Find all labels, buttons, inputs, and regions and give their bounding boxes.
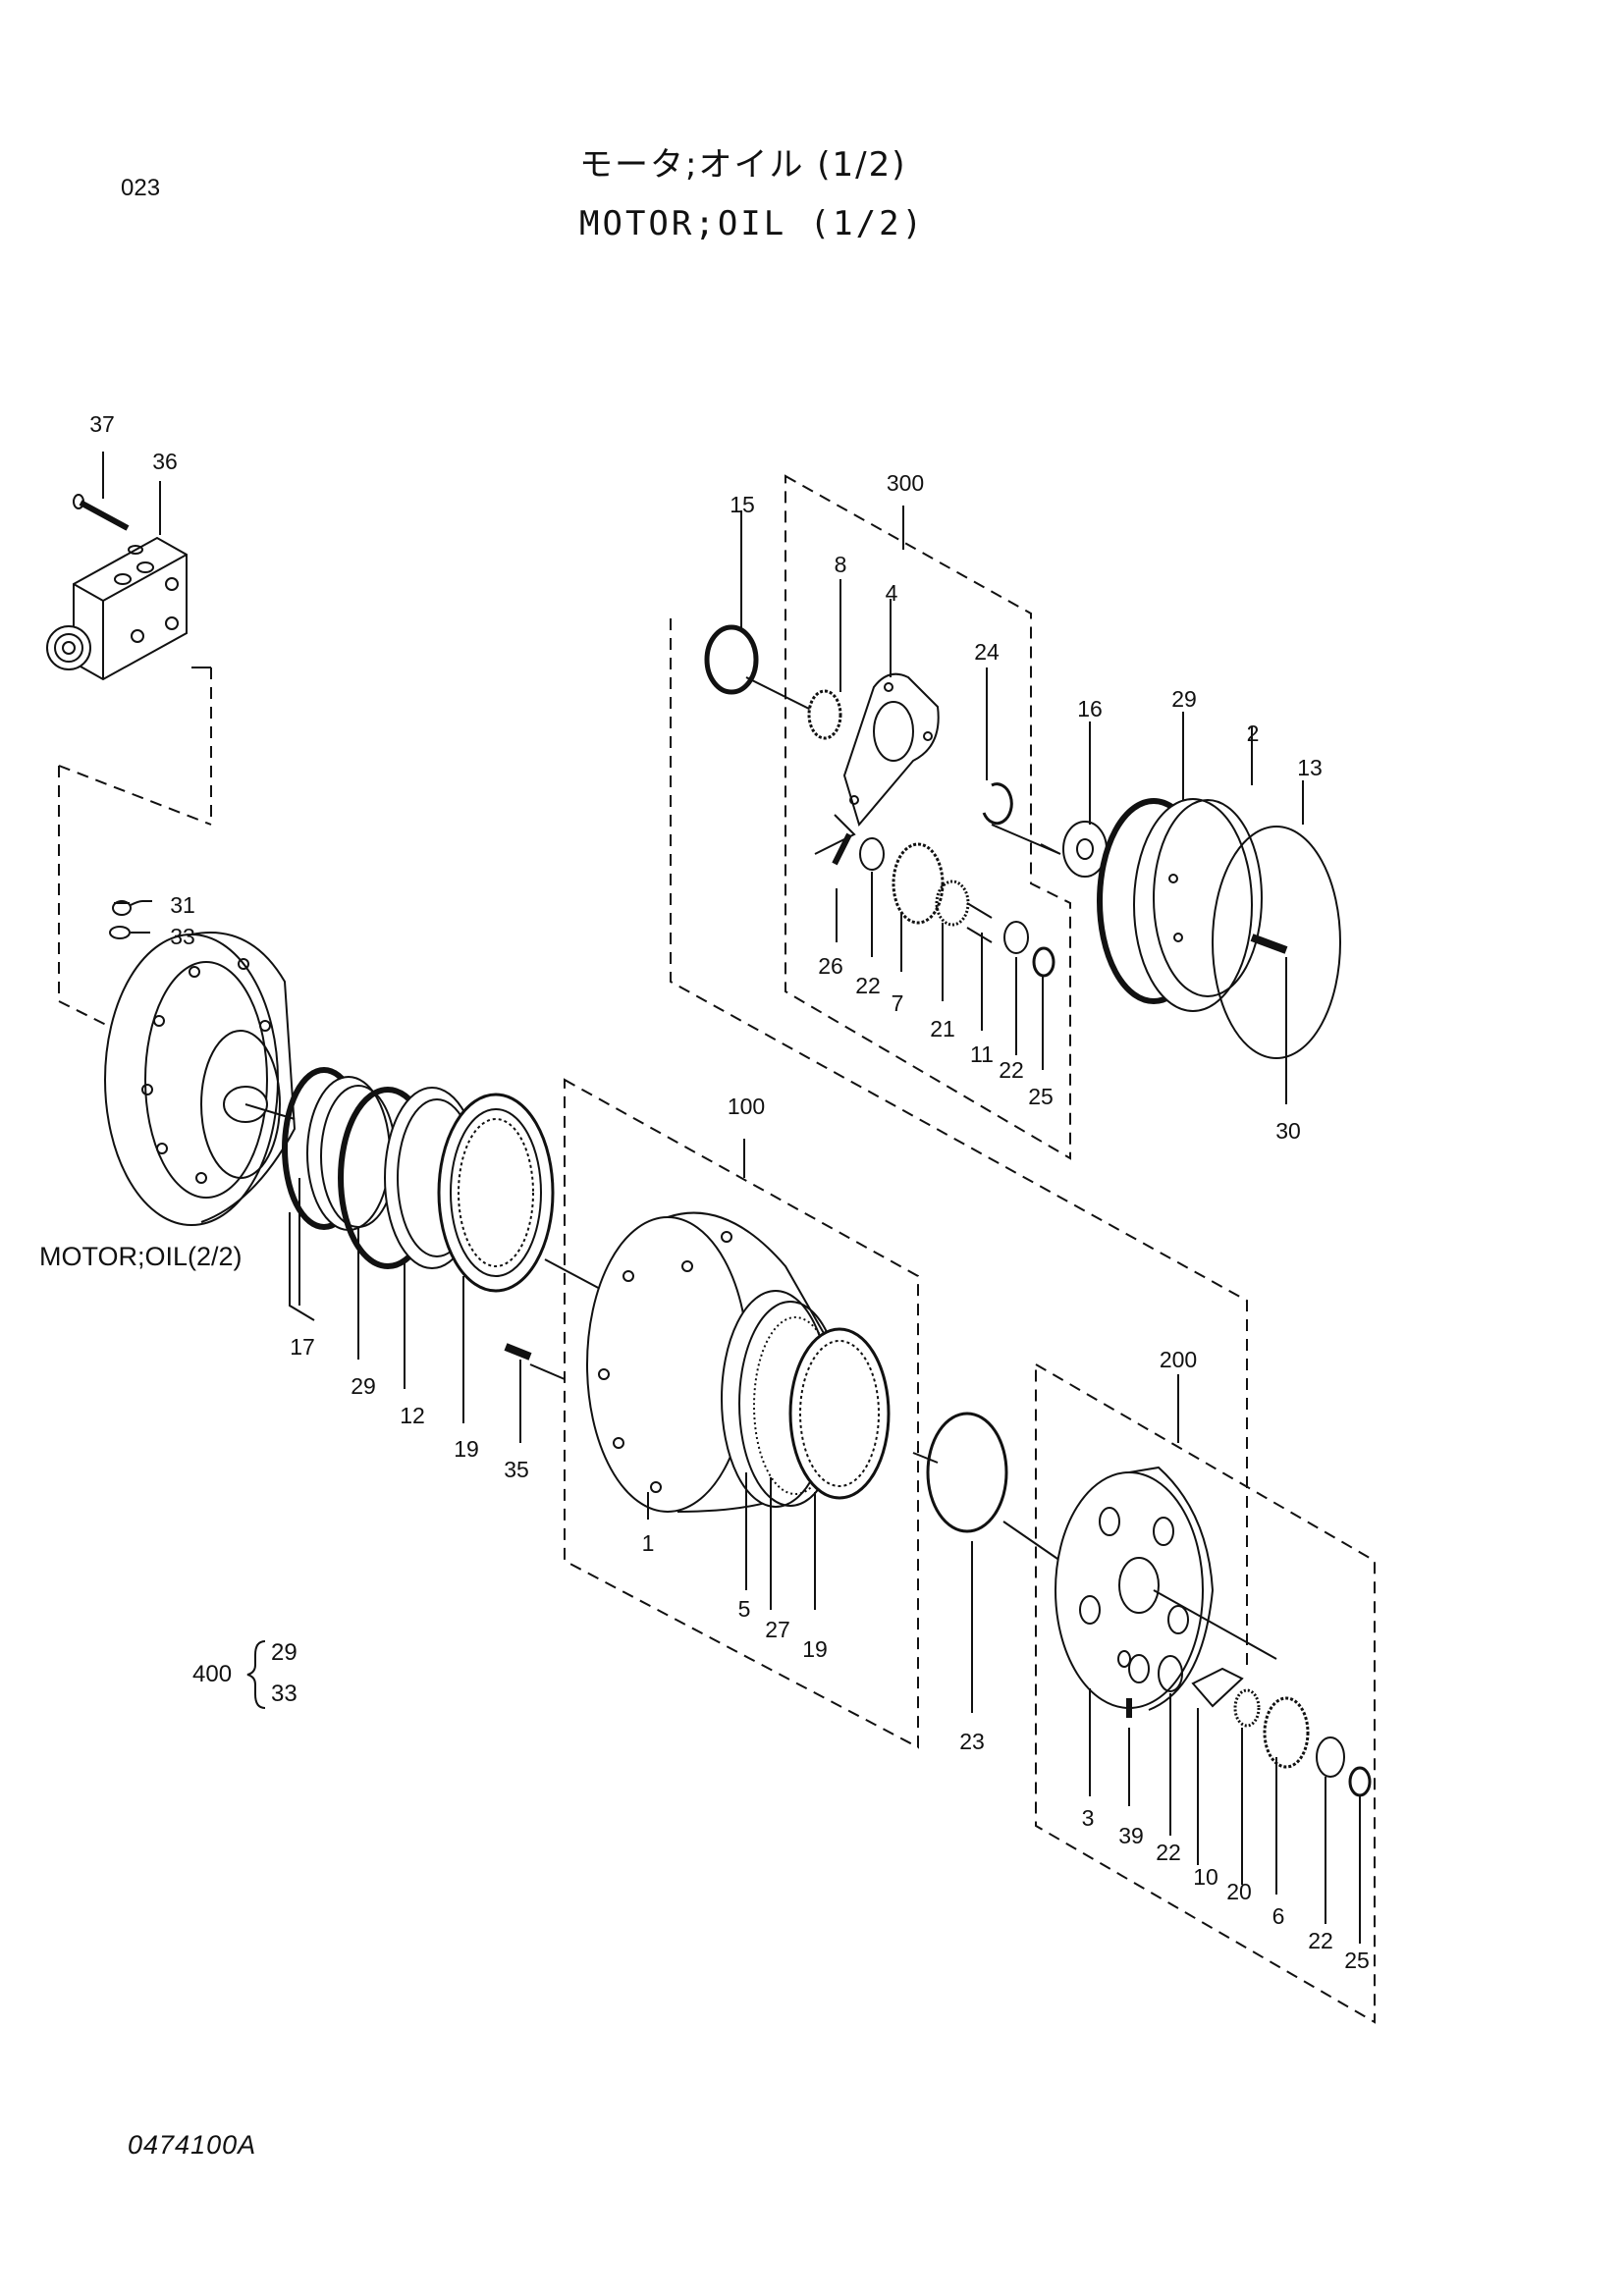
callout: 100 [728, 1094, 765, 1119]
callout: 300 [887, 470, 924, 496]
callout: 4 [886, 580, 898, 606]
assembly-box-100 [564, 1078, 919, 1749]
callout: 10 [1193, 1864, 1218, 1890]
callout: 22 [999, 1057, 1024, 1083]
callout: 35 [504, 1457, 529, 1482]
callout: 19 [802, 1636, 828, 1662]
callout: 33 [170, 924, 195, 949]
assembly-box-300 [784, 474, 1071, 1160]
kit-brace [246, 1640, 266, 1709]
callout: 13 [1297, 755, 1323, 780]
callout: 16 [1077, 696, 1103, 721]
page-title: MOTOR;OIL (1/2) [579, 204, 926, 243]
page-number: 023 [121, 175, 161, 201]
callout: 19 [454, 1436, 479, 1462]
drawing-number: 0474100A [128, 2130, 257, 2160]
callout: 21 [930, 1016, 955, 1041]
callout: 25 [1028, 1084, 1054, 1109]
callout: 27 [765, 1617, 790, 1642]
callout: 24 [974, 639, 1000, 665]
callout: 7 [892, 990, 904, 1016]
callout: 200 [1160, 1347, 1197, 1372]
cross-reference-label[interactable]: MOTOR;OIL(2/2) [39, 1242, 243, 1271]
callout: 29 [351, 1373, 376, 1399]
assembly-box-200 [1035, 1362, 1376, 2024]
callout: 26 [818, 953, 843, 979]
callout: 25 [1344, 1948, 1370, 1973]
callout: 23 [959, 1729, 985, 1754]
callout: 17 [290, 1334, 315, 1360]
bolt [73, 494, 130, 531]
callout: 5 [738, 1596, 751, 1622]
callout: 37 [89, 411, 115, 437]
callout: 1 [642, 1530, 655, 1556]
kit-number: 400 [192, 1661, 233, 1687]
callout: 3 [1082, 1805, 1095, 1831]
callout: 12 [400, 1403, 425, 1428]
callout: 22 [1156, 1840, 1181, 1865]
callout: 11 [970, 1041, 994, 1067]
callout: 39 [1118, 1823, 1144, 1848]
callout: 6 [1272, 1903, 1285, 1929]
cover-plate [1133, 798, 1263, 1012]
callout: 15 [730, 492, 755, 517]
callout: 20 [1226, 1879, 1252, 1904]
callout: 31 [170, 892, 195, 918]
callout: 8 [835, 552, 847, 577]
callout: 2 [1247, 721, 1260, 746]
callout: 22 [855, 973, 881, 998]
motor-housing [104, 932, 297, 1226]
kit-item: 29 [271, 1639, 298, 1666]
pin-35 [504, 1343, 532, 1361]
kit-item: 33 [271, 1681, 298, 1707]
callout: 29 [1171, 686, 1197, 712]
valve-block [46, 536, 188, 681]
page-title-japanese: モータ;オイル (1/2) [579, 145, 907, 185]
callout: 36 [152, 449, 178, 474]
callout: 30 [1275, 1118, 1301, 1144]
callout: 22 [1308, 1928, 1333, 1953]
